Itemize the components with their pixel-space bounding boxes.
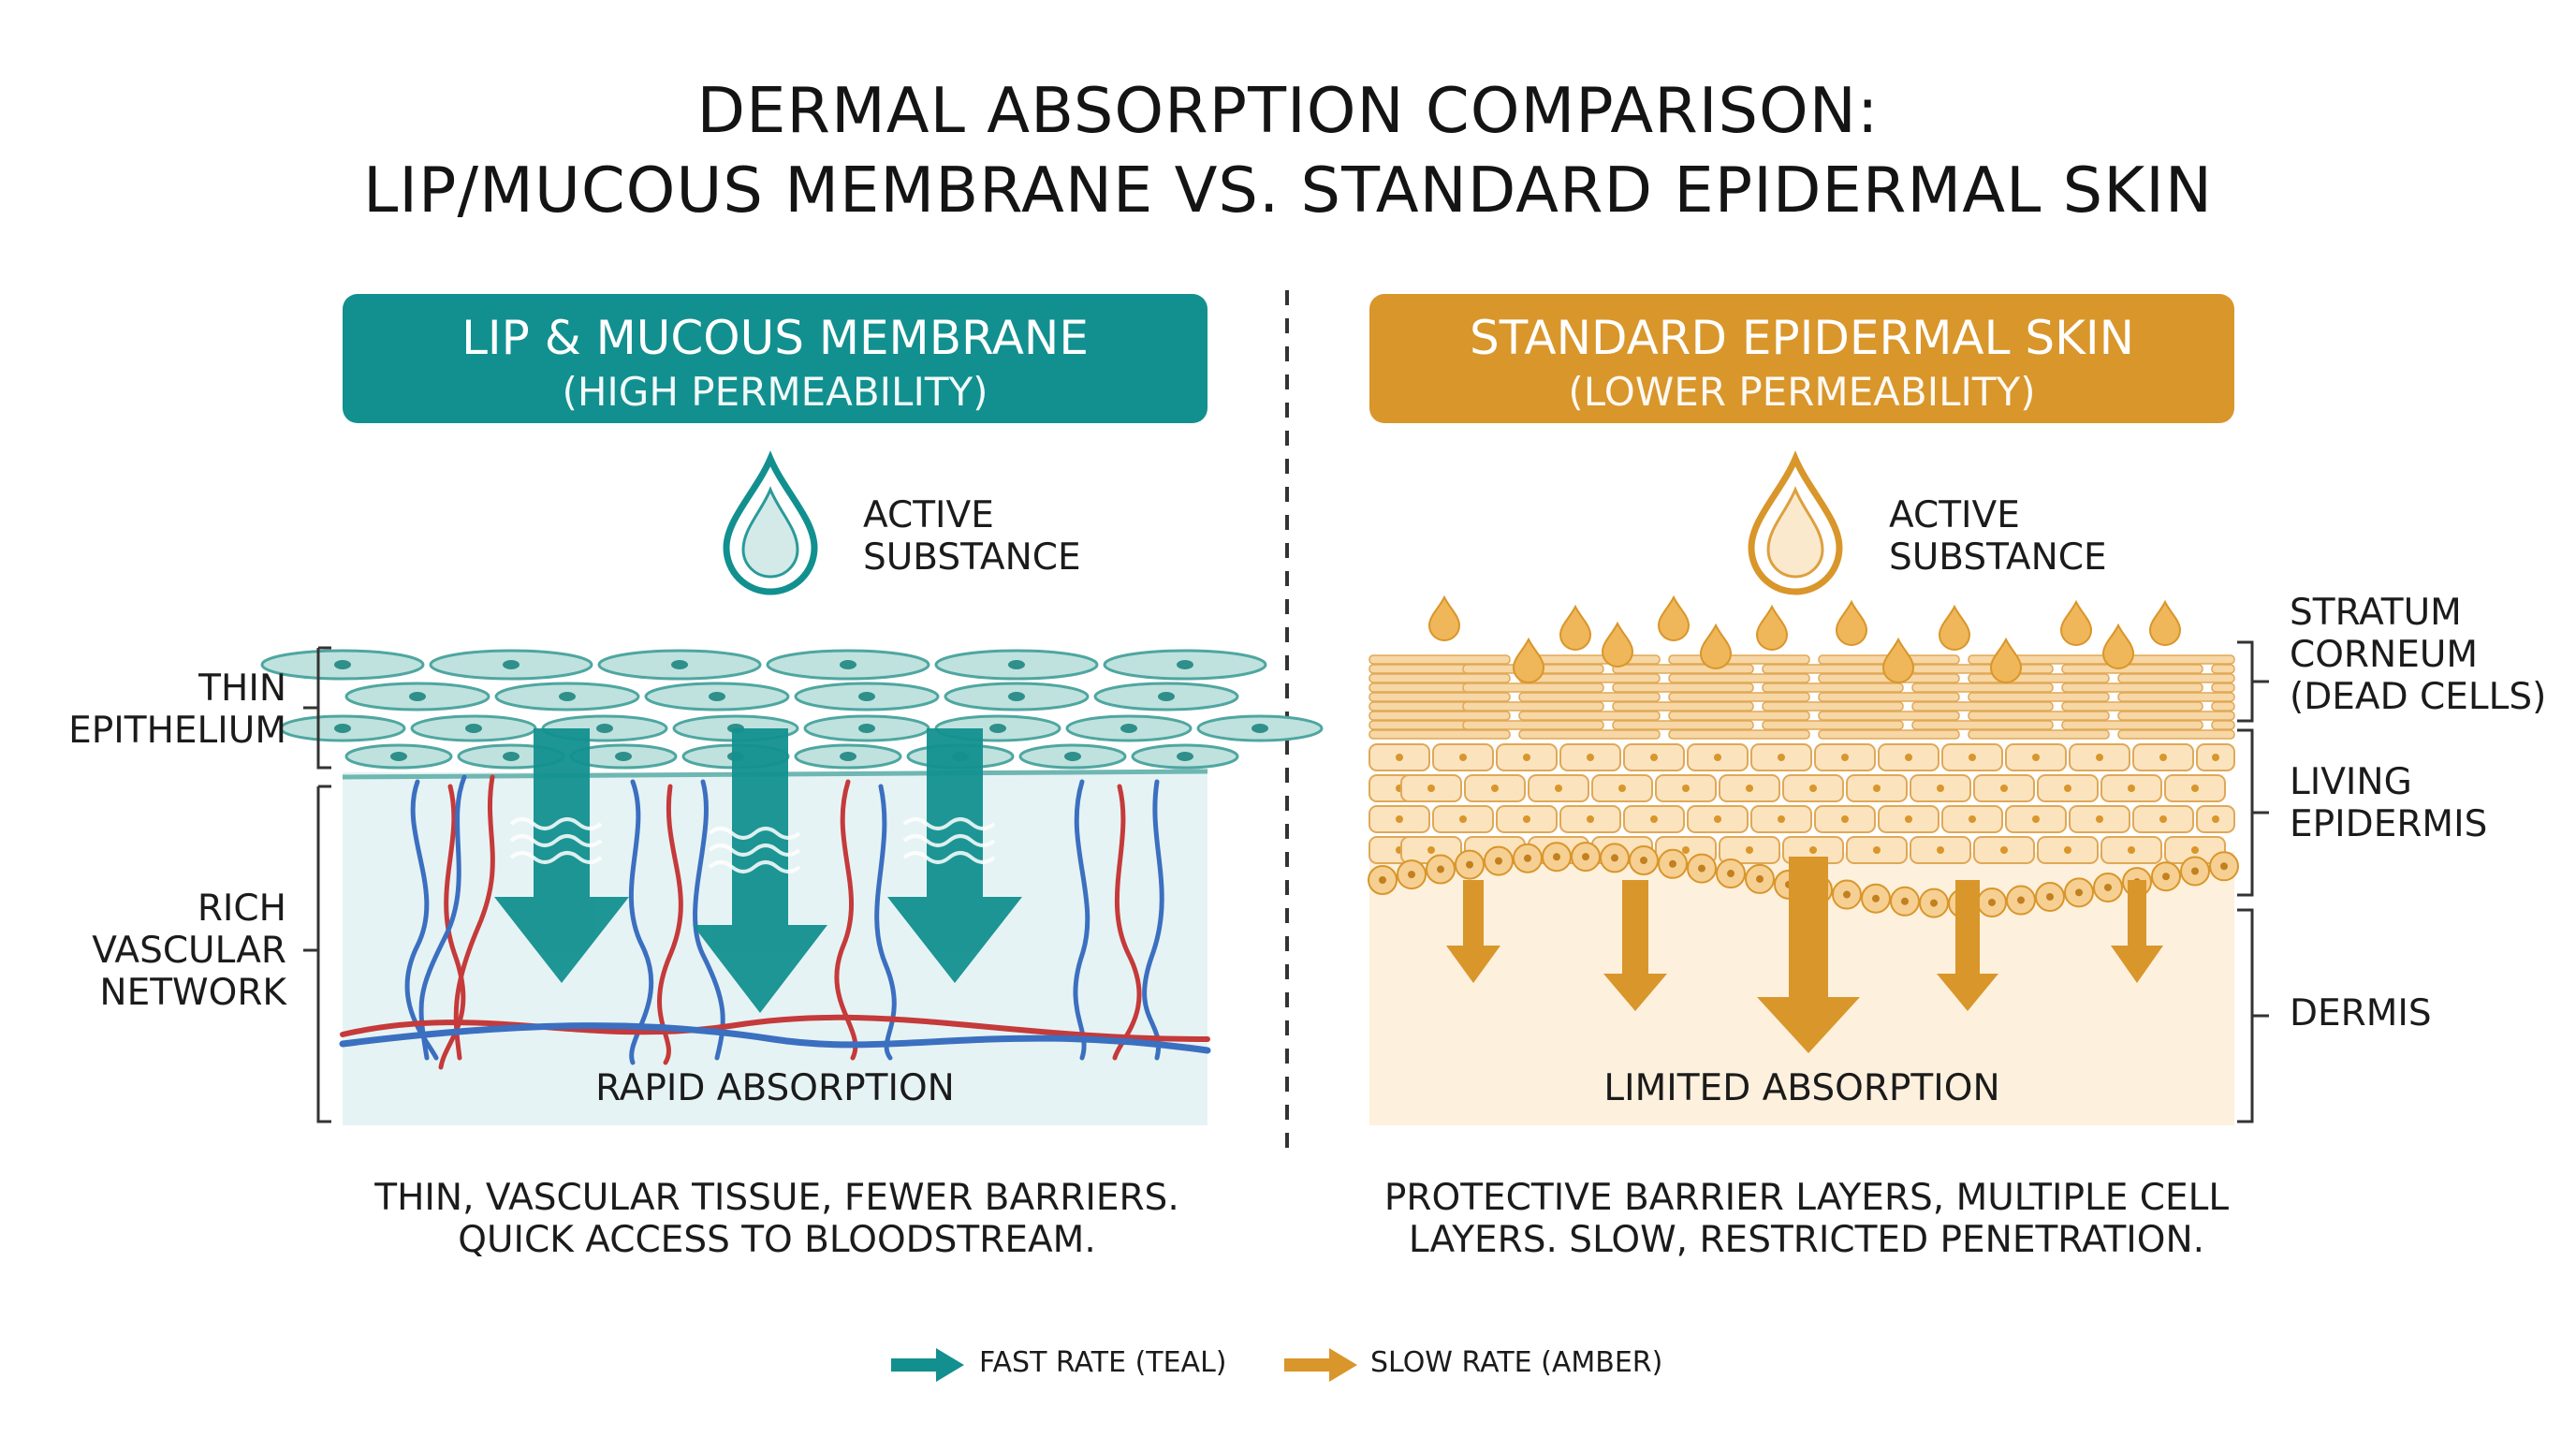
left-panel-subheading: (HIGH PERMEABILITY) <box>562 369 988 415</box>
corneum-label-1: STRATUM <box>2290 592 2462 634</box>
slow-arrow-1 <box>1446 880 1500 983</box>
epithelium-label-1: THIN <box>198 668 286 710</box>
legend-fast: FAST RATE (TEAL) <box>979 1346 1227 1379</box>
corneum-label-2: CORNEUM <box>2290 634 2479 676</box>
living-label-2: EPIDERMIS <box>2290 803 2488 845</box>
left-layer-brackets <box>303 646 331 1123</box>
fast-arrow-3 <box>887 728 1022 983</box>
dermis-label: DERMIS <box>2290 992 2432 1034</box>
slow-arrow-5 <box>2111 880 2163 983</box>
right-substance-label-2: SUBSTANCE <box>1889 536 2107 579</box>
slow-arrow-4 <box>1937 880 1998 1011</box>
surface-droplets <box>1427 594 2182 683</box>
right-description-2: LAYERS. SLOW, RESTRICTED PENETRATION. <box>1408 1219 2205 1261</box>
right-description-1: PROTECTIVE BARRIER LAYERS, MULTIPLE CELL <box>1383 1177 2230 1219</box>
fast-arrow-1 <box>494 728 629 983</box>
right-layer-brackets <box>2237 640 2269 1123</box>
vascular-label-1: RICH <box>197 888 286 930</box>
right-panel-subheading: (LOWER PERMEABILITY) <box>1568 369 2036 415</box>
vascular-label-3: NETWORK <box>99 972 286 1014</box>
left-description-1: THIN, VASCULAR TISSUE, FEWER BARRIERS. <box>374 1177 1179 1219</box>
corneum-label-3: (DEAD CELLS) <box>2290 676 2547 718</box>
lip-membrane-diagram <box>260 646 1324 1125</box>
right-panel-banner: STANDARD EPIDERMAL SKIN (LOWER PERMEABIL… <box>1369 294 2234 423</box>
stratum-corneum-layers <box>1368 654 2235 740</box>
slow-arrow-3 <box>1757 857 1860 1053</box>
slow-arrow-2 <box>1603 880 1667 1011</box>
left-droplet-icon <box>723 450 818 595</box>
slow-absorption-arrows <box>1446 857 2163 1053</box>
epidermal-skin-diagram <box>1368 594 2239 1125</box>
legend-slow: SLOW RATE (AMBER) <box>1370 1346 1663 1379</box>
basal-cell-layer <box>1368 842 2239 918</box>
right-droplet-icon <box>1748 450 1843 595</box>
left-absorption-caption: RAPID ABSORPTION <box>595 1067 955 1109</box>
left-substance-label-2: SUBSTANCE <box>863 536 1081 579</box>
living-epidermis-cells <box>1368 743 2235 864</box>
right-absorption-caption: LIMITED ABSORPTION <box>1603 1067 2000 1109</box>
fast-absorption-arrows <box>494 728 1022 1013</box>
left-description-2: QUICK ACCESS TO BLOODSTREAM. <box>458 1219 1096 1261</box>
left-substance-label-1: ACTIVE <box>863 494 994 536</box>
blood-vessels <box>339 774 1211 1070</box>
left-panel-banner: LIP & MUCOUS MEMBRANE (HIGH PERMEABILITY… <box>343 294 1208 423</box>
teal-arrow-icon <box>891 1348 964 1382</box>
right-panel-heading: STANDARD EPIDERMAL SKIN <box>1469 311 2135 365</box>
living-label-1: LIVING <box>2290 761 2412 803</box>
epithelium-label-2: EPITHELIUM <box>68 710 286 752</box>
amber-arrow-icon <box>1284 1348 1357 1382</box>
left-panel-heading: LIP & MUCOUS MEMBRANE <box>461 311 1089 365</box>
title-line-1: DERMAL ABSORPTION COMPARISON: <box>696 74 1880 147</box>
vascular-label-2: VASCULAR <box>92 930 286 972</box>
title-line-2: LIP/MUCOUS MEMBRANE VS. STANDARD EPIDERM… <box>362 154 2214 227</box>
fast-arrow-2 <box>693 728 827 1013</box>
right-substance-label-1: ACTIVE <box>1889 494 2020 536</box>
